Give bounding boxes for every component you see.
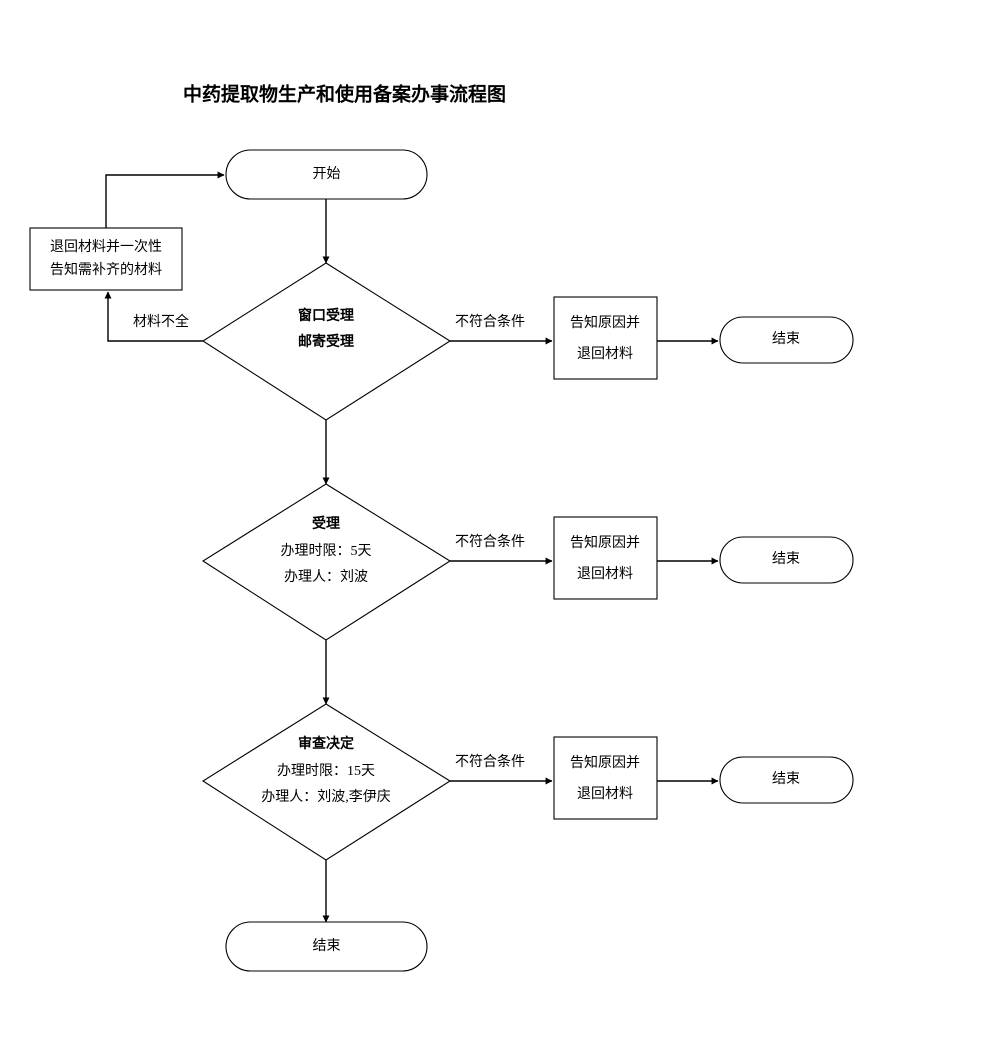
- notify-3-shape: [553, 736, 658, 820]
- node-end-2[interactable]: 结束: [719, 536, 854, 584]
- decision-review-line-1: 审查决定: [298, 735, 354, 752]
- edge-label-not-qualified-1: 不符合条件: [455, 313, 525, 330]
- decision-review-shape: [201, 703, 452, 861]
- notify-2-shape: [553, 516, 658, 600]
- node-decision-review[interactable]: 审查决定 办理时限：15天 办理人：刘波,李伊庆: [201, 703, 452, 861]
- notify-1-line-2: 退回材料: [577, 346, 633, 362]
- start-label: 开始: [313, 166, 341, 182]
- node-notify-1[interactable]: 告知原因并 退回材料: [553, 296, 658, 380]
- end-2-shape: [719, 536, 854, 584]
- decision-accept-line-2: 办理时限：5天: [281, 543, 372, 559]
- notify-1-line-1: 告知原因并: [570, 314, 640, 331]
- end-1-label: 结束: [772, 331, 800, 347]
- node-start[interactable]: 开始: [225, 149, 428, 200]
- node-decision-accept[interactable]: 受理 办理时限：5天 办理人：刘波: [201, 483, 452, 641]
- return-materials-line-2: 告知需补齐的材料: [50, 261, 162, 278]
- node-notify-2[interactable]: 告知原因并 退回材料: [553, 516, 658, 600]
- end-2-label: 结束: [772, 551, 800, 567]
- return-materials-line-1: 退回材料并一次性: [50, 239, 162, 255]
- page-title: 中药提取物生产和使用备案办事流程图: [183, 82, 506, 105]
- node-notify-3[interactable]: 告知原因并 退回材料: [553, 736, 658, 820]
- end-3-shape: [719, 756, 854, 804]
- return-materials-shape: [29, 227, 183, 291]
- node-end-1[interactable]: 结束: [719, 316, 854, 364]
- edge-label-not-qualified-2: 不符合条件: [455, 533, 525, 550]
- decision-intake-line-1: 窗口受理: [298, 307, 354, 324]
- decision-intake-shape: [201, 262, 452, 421]
- notify-1-shape: [553, 296, 658, 380]
- end-final-label: 结束: [313, 938, 341, 954]
- decision-intake-line-2: 邮寄受理: [298, 333, 354, 350]
- decision-review-line-3: 办理人：刘波,李伊庆: [261, 789, 391, 805]
- notify-3-line-2: 退回材料: [577, 786, 633, 802]
- decision-accept-shape: [201, 483, 452, 641]
- edge-return-materials-to-start: [105, 171, 225, 228]
- start-shape: [225, 149, 428, 200]
- notify-2-line-1: 告知原因并: [570, 534, 640, 551]
- edge-label-not-qualified-3: 不符合条件: [455, 753, 525, 770]
- notify-3-line-1: 告知原因并: [570, 754, 640, 771]
- decision-review-line-2: 办理时限：15天: [277, 763, 375, 779]
- end-1-shape: [719, 316, 854, 364]
- edge-intake-to-return-materials: [104, 291, 203, 342]
- decision-accept-line-1: 受理: [312, 515, 340, 532]
- notify-2-line-2: 退回材料: [577, 566, 633, 582]
- decision-accept-line-3: 办理人：刘波: [284, 569, 368, 585]
- node-decision-intake[interactable]: 窗口受理 邮寄受理: [201, 262, 452, 421]
- node-return-materials[interactable]: 退回材料并一次性 告知需补齐的材料: [29, 227, 183, 291]
- edge-label-incomplete-materials: 材料不全: [133, 313, 189, 330]
- node-end-final[interactable]: 结束: [225, 921, 428, 972]
- end-3-label: 结束: [772, 771, 800, 787]
- node-end-3[interactable]: 结束: [719, 756, 854, 804]
- end-final-shape: [225, 921, 428, 972]
